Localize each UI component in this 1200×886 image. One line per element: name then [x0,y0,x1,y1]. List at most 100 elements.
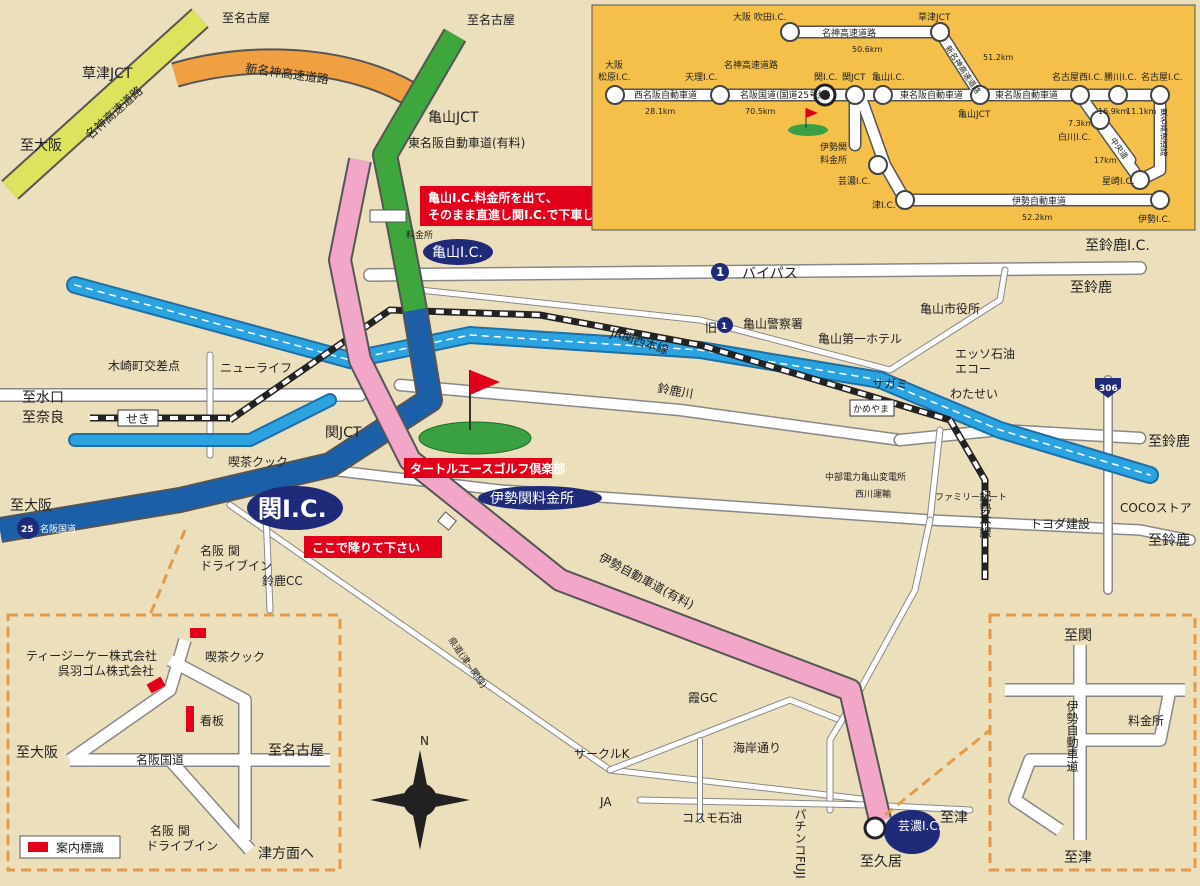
inset-meishin-top: 名神高速道路 [724,59,778,71]
to-suzuka-1: 至鈴鹿 [1070,279,1112,296]
callout-top-2: そのまま直進し関I.C.で下車して下さい [428,207,642,222]
hotel: 亀山第一ホテル [818,332,902,346]
inset-km169: 16.9km [1098,107,1128,116]
to-suzuka-3: 至鈴鹿 [1148,532,1190,549]
inset-to-tsu: 至津 [1064,850,1092,866]
drivein-2: ドライブイン [200,558,272,573]
tollgate-label: 料金所 [406,229,433,241]
inset-osaka-1: 大阪 [605,59,623,71]
route306-num: 306 [1099,384,1118,394]
kisaki: 木崎町交差点 [108,358,180,373]
inset-to-nagoya: 至名古屋 [268,743,324,759]
inset-ise-ic: 伊勢I.C. [1138,213,1171,225]
to-osaka-mid: 至大阪 [10,498,52,514]
inset-km28: 28.1km [645,107,675,116]
callout-seki: ここで降りて下さい [312,540,420,555]
suzuka-river-label: 鈴鹿川 [656,380,694,401]
inset-km52: 52.2km [1022,213,1052,222]
inset-hoshizaki: 星崎I.C. [1102,175,1135,187]
to-hisai: 至久居 [860,854,902,870]
inset-drivein-2: ドライブイン [146,838,218,853]
inset-km111: 11.1km [1126,107,1156,116]
geino-ic-1: 芸濃I.C. [898,819,942,833]
inset-ise-jd: 伊勢自動車道 [1012,195,1066,207]
golf-label: タートルエースゴルフ倶楽部 [410,461,565,476]
circle-k: サークルK [574,747,631,761]
kasumi-gc: 霞GC [688,691,718,705]
inset-legend: 案内標識 [56,840,104,855]
north-label: N [420,734,429,748]
inset-to-tsukata: 津方面へ [258,846,314,862]
drivein-1: 名阪 関 [200,543,240,558]
inset-tsu: 津I.C. [872,200,896,211]
kameyama-ic-badge: 亀山I.C. [432,245,483,261]
seki-ic-badge: 関I.C. [258,495,327,523]
inset-km17: 17km [1094,156,1117,165]
geino-detail-inset: 至関 伊勢自動車道 料金所 至津 [884,613,1197,872]
old-mark: 旧 [705,321,717,335]
suzuka-cc: 鈴鹿CC [262,573,303,588]
seki-station: せき [126,412,150,426]
cosmo: コスモ石油 [682,811,742,825]
toyoda: トヨダ建設 [1030,516,1090,531]
kameyama-jct-label: 亀山JCT [428,110,479,126]
inset-ise-v: 伊勢自動車道 [1065,700,1079,772]
inset-kissa: 喫茶クック [205,649,265,664]
inset-to-seki: 至関 [1064,628,1092,644]
esso: エッソ石油 [955,347,1015,361]
to-nagoya-2: 至名古屋 [467,12,515,27]
inset-km73: 7.3km [1068,119,1093,128]
inset-toll: 料金所 [1128,713,1164,728]
sagami: サガミ [872,377,908,391]
inset-katsukawa: 勝川I.C. [1104,71,1137,83]
kaigan: 海岸通り [733,740,781,755]
police: 亀山警察署 [743,316,803,331]
inset-osaka-suita: 大阪 吹田I.C. [733,11,787,23]
golf-course [418,370,532,455]
inset-to-osaka: 至大阪 [16,745,58,761]
inset-drivein-1: 名阪 関 [150,823,190,838]
compass [370,750,470,850]
inset-nagoya-nishi: 名古屋西I.C. [1052,71,1103,83]
route1-old-num: 1 [721,322,727,332]
to-mizuguchi: 至水口 [22,390,64,406]
eco: エコー [955,362,991,376]
to-nara: 至奈良 [22,410,64,426]
city-hall: 亀山市役所 [920,301,980,316]
inset-meihan: 名阪国道 [136,752,184,767]
inset-kureha: 呉羽ゴム株式会社 [58,663,154,678]
inset-seki-jct: 関JCT [842,72,866,83]
inset-geino: 芸濃I.C. [838,175,871,187]
inset-shirakawa: 白川I.C. [1058,131,1091,143]
ise-seki-toll-badge: 伊勢関料金所 [490,491,574,507]
inset-tgk: ティージーケー株式会社 [26,648,157,663]
inset-meishin-km: 50.6km [852,45,882,54]
ja: JA [599,795,612,809]
inset-seki-ic: 関I.C. [814,72,838,83]
nishikawa: 西川運輸 [855,488,891,500]
to-osaka-top: 至大阪 [20,138,62,154]
route-shields: 1 1 306 25 [17,263,1121,539]
kameyama-station: かめやま [853,404,889,415]
higashimeihan-label: 東名阪自動車道(有料) [408,135,525,150]
familymart: ファミリーマート [935,493,1007,503]
ic-badges: 亀山I.C. 関I.C. 伊勢関料金所 芸濃I.C. [247,239,942,854]
watasei: わたせい [950,387,998,401]
pachinko: パチンコFUJI [793,808,807,879]
kisei-line: 紀勢本線 [978,490,992,538]
bypass-label: バイパス [742,266,798,282]
to-suzuka-ic: 至鈴鹿I.C. [1085,237,1150,254]
inset-nishimeihan: 西名阪自動車道 [634,89,697,101]
callout-top-1: 亀山I.C.料金所を出て、 [428,190,558,205]
to-nagoya-1: 至名古屋 [222,10,270,25]
ise-seki-tollgate [437,511,457,531]
to-tsu-main: 至津 [940,810,968,826]
inset-tomei: 東名高速道路 [1160,107,1169,156]
seki-detail-inset: ティージーケー株式会社 呉羽ゴム株式会社 喫茶クック 看板 至大阪 名阪国道 至… [6,529,342,872]
seki-jct-label: 関JCT [325,425,362,441]
inset-km51: 51.2km [983,53,1013,62]
chubu-denryoku: 中部電力亀山変電所 [825,471,906,483]
newlife: ニューライフ [220,361,292,375]
meihan-kokudo-label: 名阪国道 [40,523,76,535]
inset-higashimeihan: 東名阪自動車道 [900,89,963,101]
